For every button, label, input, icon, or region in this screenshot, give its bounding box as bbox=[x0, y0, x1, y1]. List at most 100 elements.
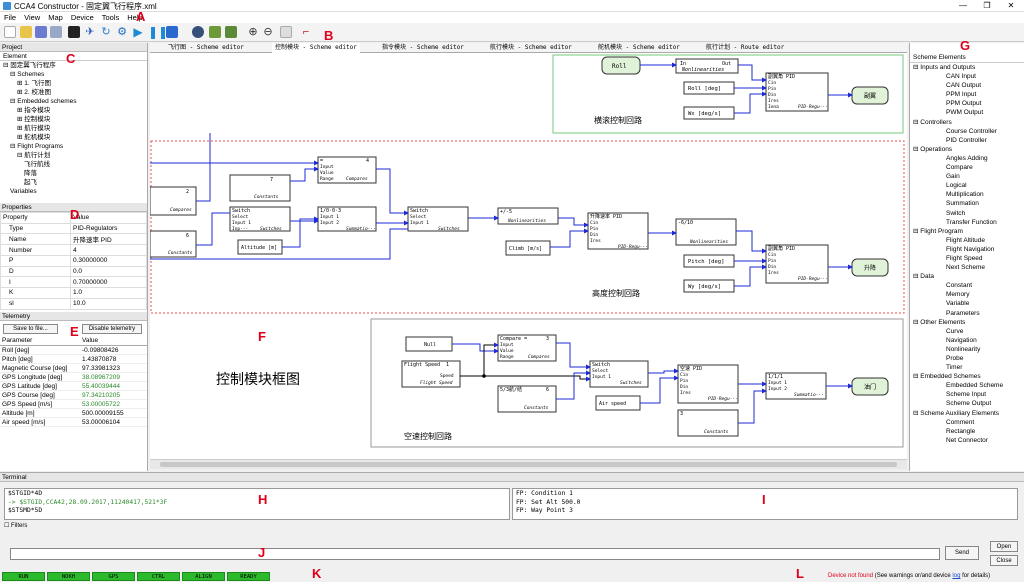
command-input[interactable] bbox=[10, 548, 940, 560]
scheme-element-item[interactable]: Constant bbox=[946, 282, 973, 290]
scheme-element-item[interactable]: Timer bbox=[946, 364, 963, 372]
scheme-element-item[interactable]: Multiplication bbox=[946, 191, 984, 199]
tab-control-module[interactable]: 控制模块 - Scheme editor bbox=[272, 43, 360, 53]
group-expander-icon[interactable]: ⊟ bbox=[913, 64, 921, 71]
step-icon[interactable]: ⌐ bbox=[302, 26, 310, 38]
tree-expander-icon[interactable]: ⊞ bbox=[17, 134, 25, 141]
climb-block[interactable] bbox=[505, 240, 551, 256]
tree-node[interactable]: 起飞 bbox=[0, 178, 147, 187]
group-expander-icon[interactable]: ⊟ bbox=[913, 273, 921, 281]
property-value[interactable]: 10.0 bbox=[70, 297, 147, 310]
open-button[interactable]: Open bbox=[990, 541, 1018, 552]
tree-node[interactable]: ⊞ 舵机模块 bbox=[0, 133, 147, 142]
compare-block-left[interactable] bbox=[150, 186, 197, 216]
settings-icon[interactable]: ⚙ bbox=[117, 26, 127, 38]
scheme-element-item[interactable]: Course Controller bbox=[946, 127, 997, 135]
tree-expander-icon[interactable]: ⊟ bbox=[10, 98, 18, 105]
constant-block-throttle[interactable] bbox=[677, 409, 739, 437]
tab-navigation-module[interactable]: 航行模块 - Scheme editor bbox=[490, 44, 572, 51]
element-group[interactable]: ⊟ Embedded Schemes bbox=[910, 372, 1024, 381]
save-to-file-button[interactable]: Save to file... bbox=[3, 323, 58, 334]
scheme-element-item[interactable]: Angles Adding bbox=[946, 154, 988, 162]
group-expander-icon[interactable]: ⊟ bbox=[913, 373, 921, 381]
tree-node[interactable]: ⊞ 2. 校准图 bbox=[0, 88, 147, 97]
tree-node[interactable]: ⊟ 航行计划 bbox=[0, 151, 147, 160]
tree-expander-icon[interactable]: ⊟ bbox=[10, 143, 18, 150]
scheme-element-item[interactable]: Memory bbox=[946, 291, 970, 299]
flight-speed-block[interactable] bbox=[401, 360, 461, 388]
zoom-out-icon[interactable]: ⊖ bbox=[263, 26, 273, 38]
tree-expander-icon[interactable]: ⊟ bbox=[3, 62, 11, 69]
canvas-horizontal-scrollbar[interactable] bbox=[150, 459, 907, 469]
climb-pid-block[interactable] bbox=[587, 212, 649, 250]
scheme-element-item[interactable]: Compare bbox=[946, 164, 973, 172]
constant-block-left[interactable] bbox=[150, 230, 197, 258]
filters-checkbox[interactable]: ☐ bbox=[4, 523, 12, 529]
menu-help[interactable]: Help bbox=[127, 13, 143, 22]
airplane-icon[interactable]: ✈ bbox=[85, 26, 95, 38]
scheme-element-item[interactable]: PPM Output bbox=[946, 100, 982, 108]
scheme-element-item[interactable]: Parameters bbox=[946, 309, 980, 317]
scheme-element-item[interactable]: PWM Output bbox=[946, 109, 984, 117]
scheme-element-item[interactable]: Variable bbox=[946, 300, 970, 308]
play-icon[interactable]: ▶ bbox=[133, 25, 143, 39]
scheme-element-item[interactable]: Gain bbox=[946, 173, 960, 181]
element-group[interactable]: ⊟ Inputs and Outputs bbox=[910, 63, 1024, 72]
elevator-pid-block[interactable] bbox=[765, 244, 829, 284]
tree-expander-icon[interactable]: ⊞ bbox=[17, 125, 25, 132]
tree-node[interactable]: ⊟ 固定翼飞行程序 bbox=[0, 61, 147, 70]
scheme-element-item[interactable]: Switch bbox=[946, 209, 966, 217]
scheme-element-item[interactable]: PID Controller bbox=[946, 136, 987, 144]
tree-node[interactable]: ⊞ 指令模块 bbox=[0, 106, 147, 115]
refresh-icon[interactable]: ↻ bbox=[101, 26, 111, 38]
tree-node[interactable]: Variables bbox=[0, 187, 147, 196]
scheme-element-item[interactable]: Scheme Output bbox=[946, 400, 992, 408]
tab-command-module[interactable]: 指令模块 - Scheme editor bbox=[382, 44, 464, 51]
group-expander-icon[interactable]: ⊟ bbox=[913, 118, 921, 126]
maximize-button[interactable]: ❐ bbox=[983, 1, 991, 10]
tree-expander-icon[interactable]: ⊟ bbox=[10, 71, 18, 78]
menu-tools[interactable]: Tools bbox=[101, 13, 120, 22]
new-file-icon[interactable] bbox=[4, 26, 16, 38]
constant-block-5[interactable] bbox=[229, 174, 291, 202]
property-value[interactable]: 0.30000000 bbox=[70, 255, 147, 267]
disable-telemetry-button[interactable]: Disable telemetry bbox=[82, 323, 142, 334]
open-folder-icon[interactable] bbox=[20, 26, 32, 38]
stop-icon[interactable] bbox=[166, 26, 178, 38]
pause-icon[interactable]: ❚❚ bbox=[148, 25, 169, 39]
close-window-button[interactable]: ✕ bbox=[1007, 1, 1015, 10]
property-value[interactable]: 0.0 bbox=[70, 265, 147, 278]
scheme-element-item[interactable]: Logical bbox=[946, 182, 967, 190]
element-group[interactable]: ⊟ Scheme Auxiliary Elements bbox=[910, 409, 1024, 418]
element-group[interactable]: ⊟ Flight Program bbox=[910, 227, 1024, 236]
property-value[interactable]: PID-Regulators bbox=[70, 222, 147, 235]
group-expander-icon[interactable]: ⊟ bbox=[913, 227, 921, 235]
scheme-element-item[interactable]: Curve bbox=[946, 327, 964, 335]
tab-servo-module[interactable]: 舵机模块 - Scheme editor bbox=[598, 44, 680, 51]
minimize-button[interactable]: — bbox=[959, 1, 967, 10]
tree-node[interactable]: ⊟ Embedded schemes bbox=[0, 97, 147, 106]
tree-node[interactable]: ⊟ Flight Programs bbox=[0, 142, 147, 151]
element-group[interactable]: ⊟ Other Elements bbox=[910, 318, 1024, 327]
tree-node[interactable]: 飞行航线 bbox=[0, 160, 147, 169]
property-value[interactable]: 1.0 bbox=[70, 287, 147, 299]
scheme-element-item[interactable]: PPM Input bbox=[946, 91, 977, 99]
throttle-pid-block[interactable] bbox=[677, 364, 739, 404]
tree-expander-icon[interactable]: ⊞ bbox=[17, 80, 25, 87]
group-expander-icon[interactable]: ⊟ bbox=[913, 145, 921, 153]
scheme-element-item[interactable]: Navigation bbox=[946, 336, 977, 344]
property-value[interactable]: 0.70000000 bbox=[70, 276, 147, 289]
scheme-element-item[interactable]: Comment bbox=[946, 418, 975, 426]
property-value[interactable]: 升降速率 PID bbox=[70, 233, 147, 246]
close-button[interactable]: Close bbox=[990, 555, 1018, 566]
compare-eq-block[interactable] bbox=[497, 334, 557, 362]
tree-node[interactable]: 降落 bbox=[0, 169, 147, 178]
terminal-output[interactable]: $STGID*4D-> $STGID,CCA42,28.09.2017,1124… bbox=[4, 488, 510, 520]
zoom-in-icon[interactable]: ⊕ bbox=[248, 26, 258, 38]
